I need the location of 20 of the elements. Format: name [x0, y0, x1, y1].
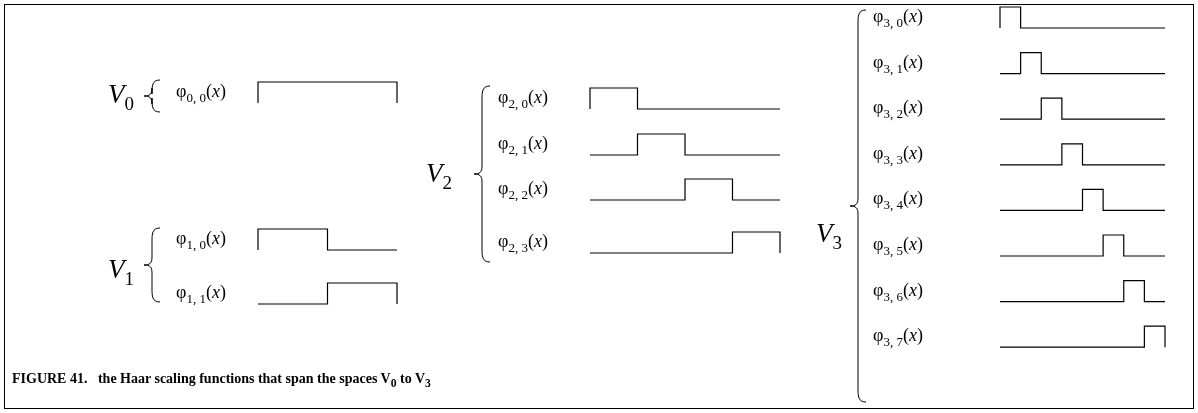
space-label: V$_{0}$ — [108, 81, 134, 113]
function-label: φ$_{3, 4}$(x) — [873, 189, 923, 212]
space-label: V$_{1}$ — [108, 256, 134, 288]
function-label: φ$_{2, 1}$(x) — [498, 134, 548, 156]
space-label: V$_{2}$ — [426, 160, 452, 192]
space-label: V$_{3}$ — [816, 220, 842, 252]
function-label: φ$_{2, 2}$(x) — [498, 179, 548, 201]
function-label: φ$_{1, 0}$(x) — [176, 229, 226, 251]
function-label: φ$_{3, 1}$(x) — [873, 52, 923, 75]
function-label: φ$_{2, 3}$(x) — [498, 232, 548, 254]
function-label: φ$_{3, 0}$(x) — [873, 7, 923, 29]
figure-caption: FIGURE 41. the Haar scaling functions that span the spaces V$_{0}$ to V$_{3}$ — [12, 371, 431, 390]
function-label: φ$_{3, 7}$(x) — [873, 326, 923, 348]
function-label: φ$_{1, 1}$(x) — [176, 283, 226, 305]
function-label: φ$_{3, 5}$(x) — [873, 235, 923, 257]
function-label: φ$_{3, 2}$(x) — [873, 98, 923, 120]
function-label: φ$_{0, 0}$(x) — [176, 82, 226, 104]
function-label: φ$_{3, 3}$(x) — [873, 144, 923, 166]
function-label: φ$_{3, 6}$(x) — [873, 280, 923, 303]
function-label: φ$_{2, 0}$(x) — [498, 88, 548, 110]
